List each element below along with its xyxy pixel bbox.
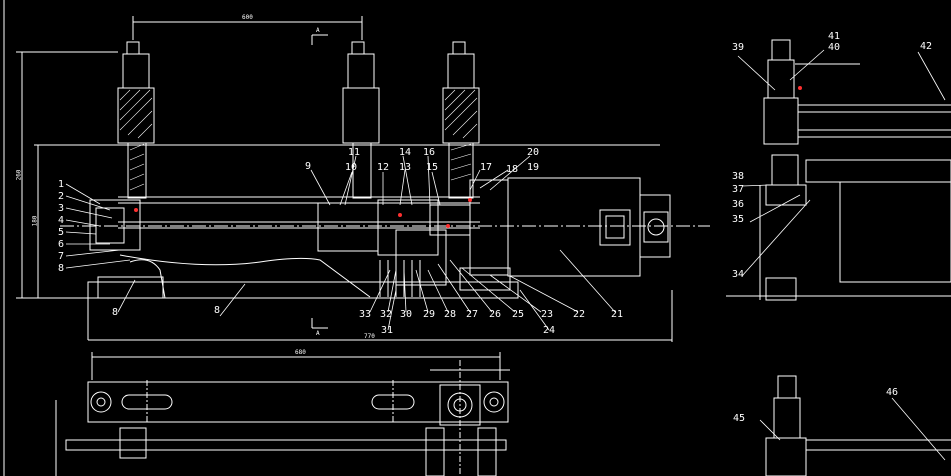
part-35: 35 bbox=[732, 214, 745, 225]
label-base-foot: 8 bbox=[112, 307, 119, 318]
dimension-left-height: 260 bbox=[15, 169, 23, 181]
part-25: 25 bbox=[512, 309, 525, 320]
dimension-bottom-length: 770 bbox=[364, 333, 375, 340]
part-16: 16 bbox=[423, 147, 436, 158]
part-17: 17 bbox=[480, 162, 493, 173]
part-39: 39 bbox=[732, 42, 745, 53]
part-31: 31 bbox=[381, 325, 394, 336]
part-23: 23 bbox=[541, 309, 554, 320]
part-30: 30 bbox=[400, 309, 413, 320]
dimension-left-inner: 180 bbox=[31, 215, 39, 227]
part-9: 9 bbox=[305, 161, 312, 172]
part-18: 18 bbox=[506, 164, 519, 175]
section-mark-top: A bbox=[316, 27, 320, 34]
part-15: 15 bbox=[426, 162, 439, 173]
part-24: 24 bbox=[543, 325, 556, 336]
label-left-7: 7 bbox=[58, 251, 65, 262]
part-28: 28 bbox=[444, 309, 457, 320]
part-26: 26 bbox=[489, 309, 502, 320]
part-46: 46 bbox=[886, 387, 899, 398]
part-12: 12 bbox=[377, 162, 390, 173]
part-37: 37 bbox=[732, 184, 745, 195]
dimension-plan-span: 680 bbox=[295, 349, 306, 356]
dimension-top-span: 600 bbox=[242, 14, 253, 21]
part-40: 40 bbox=[828, 42, 841, 53]
label-left-2: 2 bbox=[58, 191, 65, 202]
part-13: 13 bbox=[399, 162, 412, 173]
part-20: 20 bbox=[527, 147, 540, 158]
part-38: 38 bbox=[732, 171, 745, 182]
label-left-4: 4 bbox=[58, 215, 65, 226]
part-33: 33 bbox=[359, 309, 372, 320]
part-42: 42 bbox=[920, 41, 933, 52]
label-base: 8 bbox=[214, 305, 221, 316]
part-19: 19 bbox=[527, 162, 540, 173]
part-11: 11 bbox=[348, 147, 361, 158]
part-14: 14 bbox=[399, 147, 412, 158]
part-22: 22 bbox=[573, 309, 586, 320]
label-left-8: 8 bbox=[58, 263, 65, 274]
part-21: 21 bbox=[611, 309, 624, 320]
part-36: 36 bbox=[732, 199, 745, 210]
label-left-1: 1 bbox=[58, 179, 65, 190]
part-32: 32 bbox=[380, 309, 393, 320]
part-10: 10 bbox=[345, 162, 358, 173]
label-left-5: 5 bbox=[58, 227, 65, 238]
label-left-3: 3 bbox=[58, 203, 65, 214]
part-45: 45 bbox=[733, 413, 746, 424]
part-29: 29 bbox=[423, 309, 436, 320]
part-34: 34 bbox=[732, 269, 745, 280]
label-left-6: 6 bbox=[58, 239, 65, 250]
section-mark-bottom: A bbox=[316, 330, 320, 337]
part-27: 27 bbox=[466, 309, 479, 320]
part-41: 41 bbox=[828, 31, 841, 42]
